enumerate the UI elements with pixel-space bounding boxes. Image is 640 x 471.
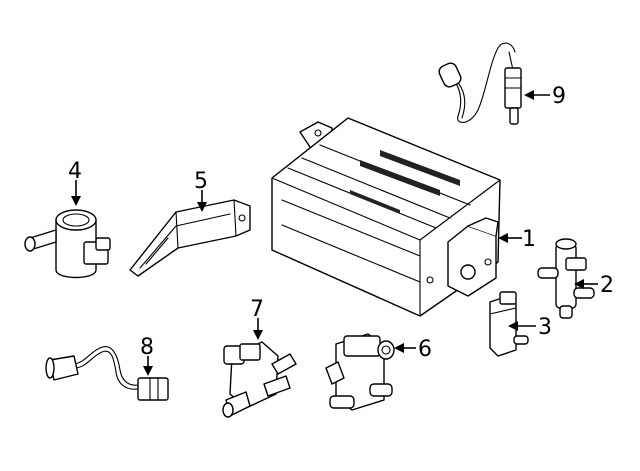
- callout-5: 5: [194, 169, 208, 194]
- part-4-solenoid-valve: 4: [24, 159, 111, 279]
- part-3-pressure-sensor: 3: [489, 291, 552, 357]
- callout-4: 4: [68, 159, 82, 184]
- callout-3: 3: [538, 315, 552, 340]
- callout-6: 6: [418, 337, 432, 362]
- part-9-oxygen-sensor: 9: [438, 42, 566, 125]
- callout-8: 8: [140, 335, 154, 360]
- part-7-valve: 7: [222, 297, 297, 418]
- callout-2: 2: [600, 273, 614, 298]
- part-8-sensor-harness: 8: [45, 335, 169, 401]
- part-5-bracket: 5: [129, 169, 251, 277]
- callout-1: 1: [522, 227, 536, 252]
- part-2-vent-valve: 2: [537, 238, 614, 319]
- callout-9: 9: [552, 84, 566, 109]
- callout-7: 7: [250, 297, 264, 322]
- part-6-purge-valve: 6: [325, 333, 432, 411]
- part-1-charcoal-canister: 1: [271, 117, 536, 317]
